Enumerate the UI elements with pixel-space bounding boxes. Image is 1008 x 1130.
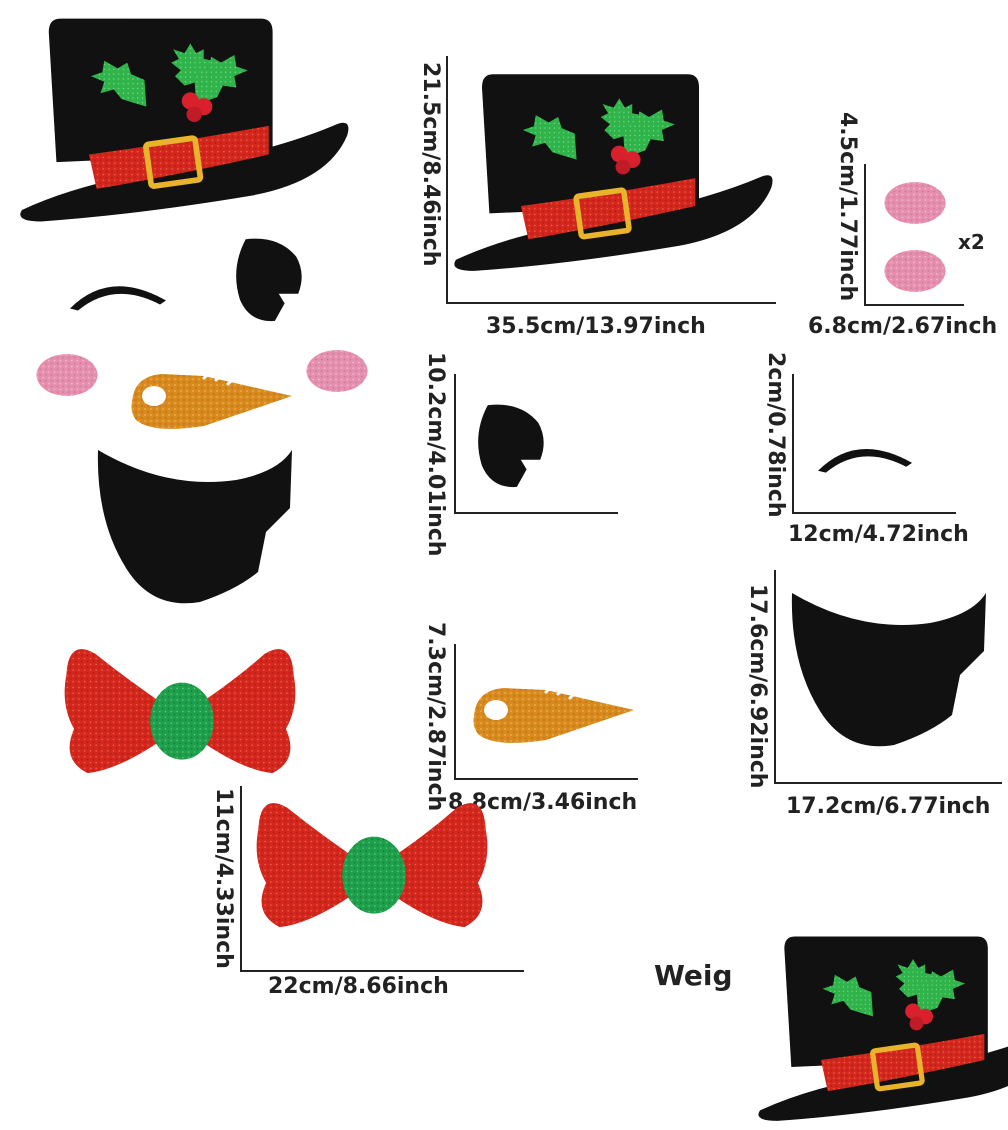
hat-height-label: 21.5cm/8.46inch: [418, 62, 443, 267]
cheek-vertical-axis: [864, 164, 866, 306]
eyebrow-icon: [70, 286, 166, 311]
eye-horizontal-axis: [454, 512, 618, 514]
bow-tie-icon: [256, 803, 488, 928]
mouth-icon: [791, 593, 986, 747]
hat-horizontal-axis: [446, 302, 776, 304]
carrot-nose-icon: [130, 370, 294, 431]
nose-height-label: 7.3cm/2.87inch: [423, 622, 448, 812]
top-hat-icon: [456, 66, 776, 282]
bow-vertical-axis: [240, 786, 242, 972]
bow-height-label: 11cm/4.33inch: [211, 788, 236, 969]
eye-vertical-axis: [454, 374, 456, 514]
eye-height-label: 10.2cm/4.01inch: [423, 352, 448, 557]
bow-tie-icon: [64, 649, 296, 774]
cheek-icon: [36, 354, 98, 396]
eyebrow-horizontal-axis: [792, 512, 956, 514]
eye-icon: [236, 238, 302, 322]
top-hat-icon: [760, 930, 1008, 1130]
eyebrow-icon: [818, 448, 913, 473]
hat-vertical-axis: [446, 56, 448, 304]
nose-vertical-axis: [454, 644, 456, 780]
cheek-quantity-label: x2: [958, 230, 985, 254]
nose-width-label: 8.8cm/3.46inch: [448, 790, 638, 815]
mouth-icon: [97, 450, 292, 604]
eyebrow-width-label: 12cm/4.72inch: [788, 522, 969, 547]
cheek-height-label: 4.5cm/1.77inch: [835, 112, 860, 302]
cheek-width-label: 6.8cm/2.67inch: [808, 314, 998, 339]
mouth-horizontal-axis: [774, 782, 1002, 784]
carrot-nose-icon: [472, 684, 636, 745]
mouth-height-label: 17.6cm/6.92inch: [745, 584, 770, 789]
cheek-icon: [306, 350, 368, 392]
eyebrow-vertical-axis: [792, 374, 794, 514]
weight-heading: Weig: [654, 959, 733, 992]
mouth-width-label: 17.2cm/6.77inch: [786, 794, 991, 819]
top-hat-icon: [22, 14, 352, 229]
bow-horizontal-axis: [240, 970, 524, 972]
cheek-icon: [884, 250, 946, 292]
eye-icon: [478, 404, 544, 488]
nose-horizontal-axis: [454, 778, 638, 780]
hat-width-label: 35.5cm/13.97inch: [486, 314, 706, 339]
bow-width-label: 22cm/8.66inch: [268, 974, 449, 999]
mouth-vertical-axis: [774, 570, 776, 784]
eyebrow-height-label: 2cm/0.78inch: [763, 352, 788, 518]
cheek-horizontal-axis: [864, 304, 964, 306]
cheek-icon: [884, 182, 946, 224]
